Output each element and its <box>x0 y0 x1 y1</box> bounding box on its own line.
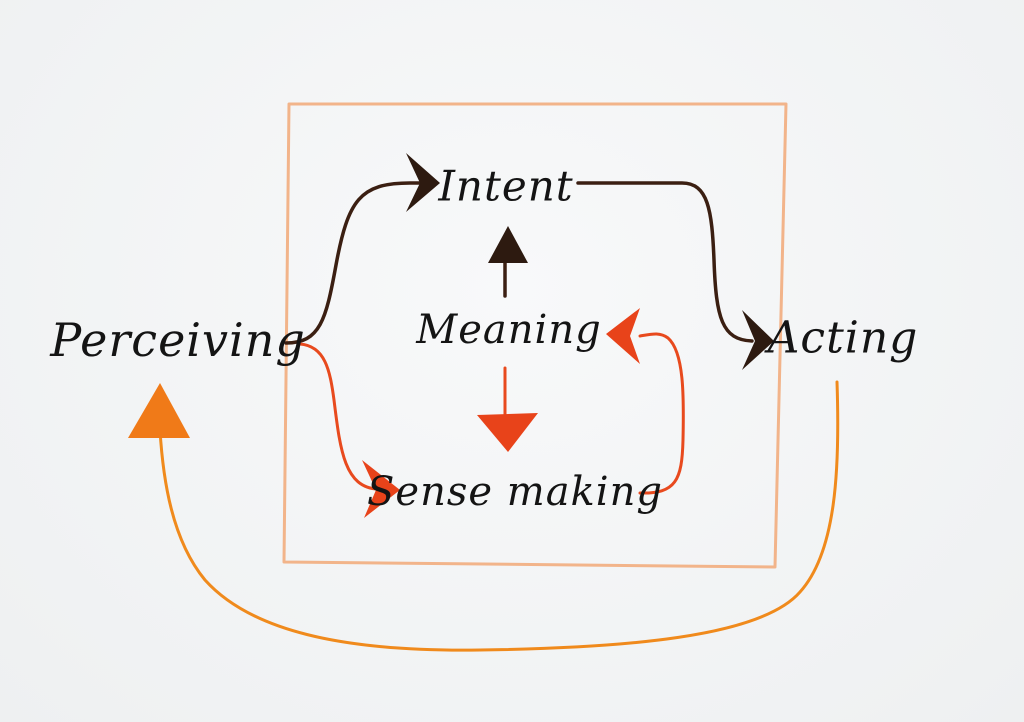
node-intent: Intent <box>438 161 574 211</box>
edge-intent-acting <box>576 181 754 343</box>
arrowhead-intent <box>406 153 440 212</box>
edge-perceiving-sense <box>298 342 380 491</box>
node-meaning: Meaning <box>416 307 602 353</box>
arrowhead-sense <box>362 460 400 518</box>
arrowhead-meaning-sense <box>477 413 538 452</box>
node-perceiving: Perceiving <box>50 313 306 367</box>
arrowhead-meaning-loop <box>606 308 640 364</box>
edge-sense-meaning <box>638 332 685 495</box>
arrowhead-perceiving <box>128 383 190 438</box>
node-acting: Acting <box>767 312 919 364</box>
boundary-box <box>282 102 788 569</box>
node-sense-making: Sense making <box>367 469 663 515</box>
arrowhead-meaning-intent <box>488 226 528 263</box>
arrowhead-acting <box>742 310 774 370</box>
edge-acting-perceiving <box>158 380 840 652</box>
edge-perceiving-intent <box>284 181 434 345</box>
